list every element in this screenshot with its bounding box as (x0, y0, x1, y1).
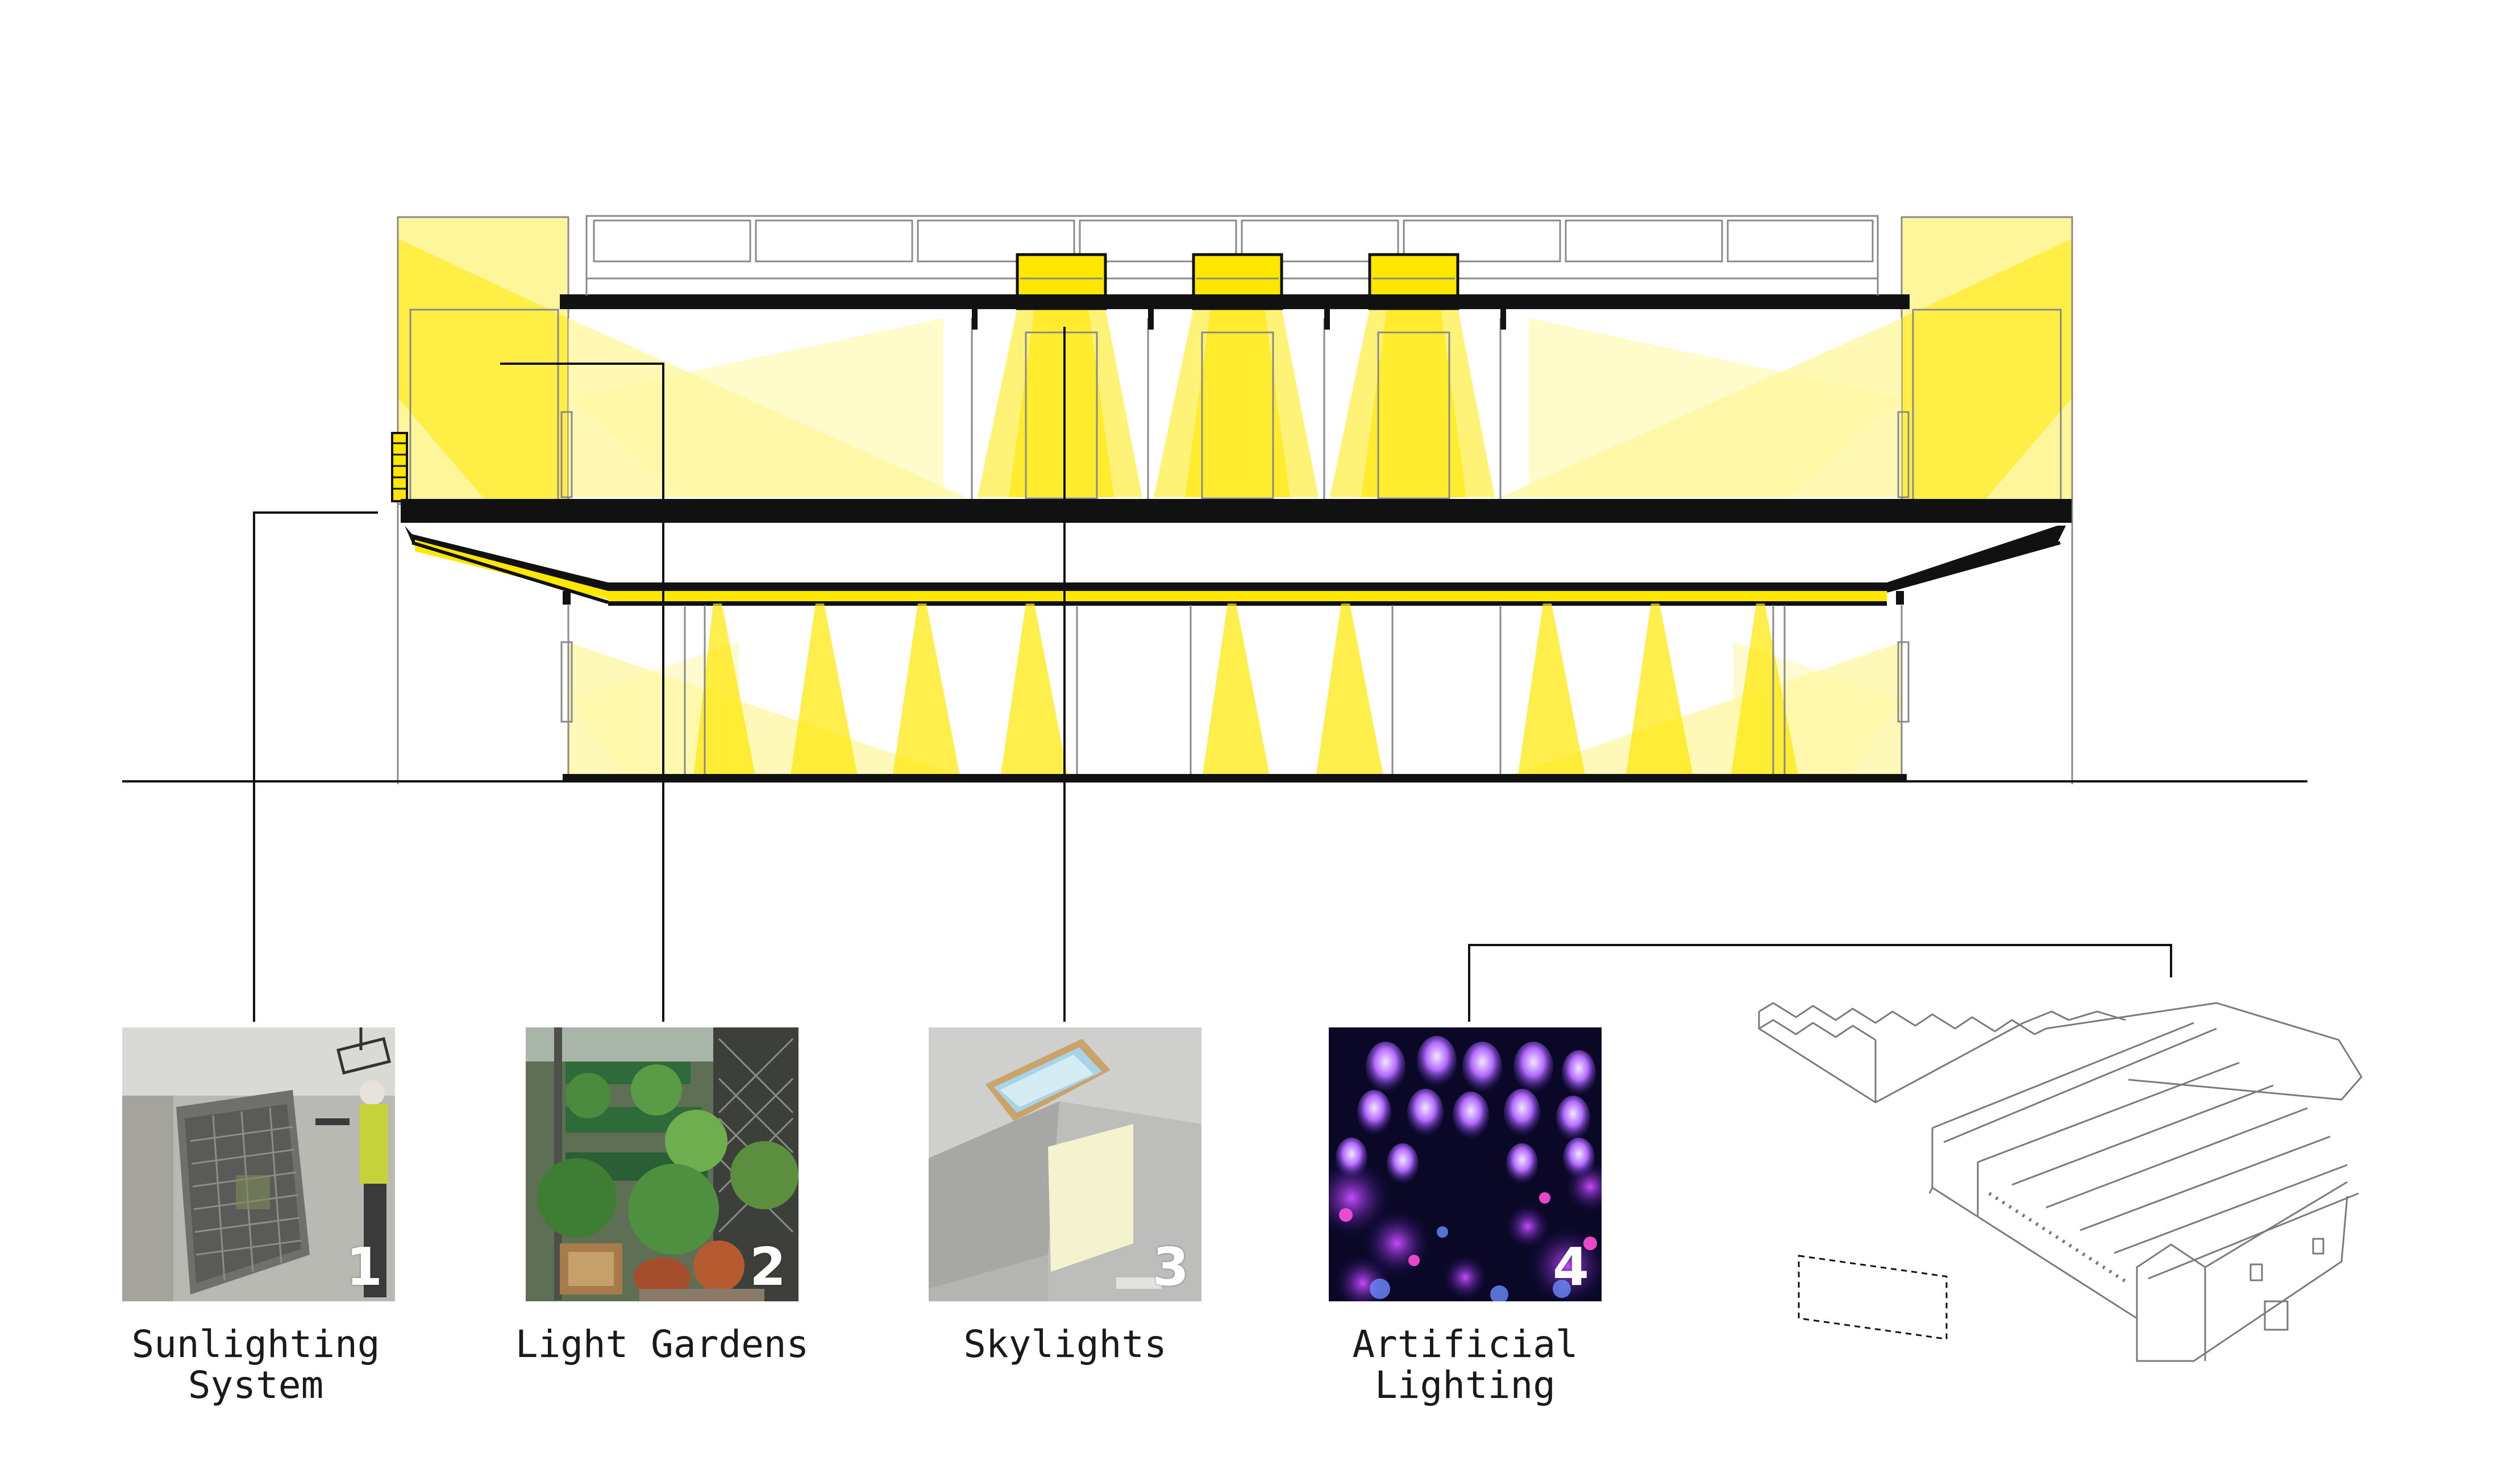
artificial-lighting-photo: 4 (1329, 1027, 1602, 1301)
artificial-lighting-cones (693, 603, 1799, 779)
light-gardens-photo: 2 (526, 1027, 799, 1301)
lower-floor-daylight (568, 642, 1902, 779)
item-number: 4 (1552, 1237, 1589, 1297)
middle-slab (401, 499, 2072, 606)
axonometric-building-sketch (1758, 1002, 2363, 1362)
caption-artificial-lighting: Artificial Lighting (1352, 1322, 1578, 1407)
caption-skylights: Skylights (963, 1322, 1167, 1366)
skylight-shafts (978, 253, 1495, 497)
upper-slab (560, 294, 1910, 330)
caption-sunlighting-system: Sunlighting System (131, 1322, 380, 1407)
item-number: 3 (1152, 1237, 1189, 1297)
item-number: 1 (346, 1237, 382, 1297)
leader-lines (253, 327, 2172, 1022)
caption-light-gardens: Light Gardens (515, 1322, 809, 1366)
ground-floor-slab (563, 774, 1907, 781)
upper-floor-walls (560, 318, 1910, 500)
sunlighting-system-photo: 1 (122, 1027, 395, 1301)
skylights-photo: 3 (929, 1027, 1201, 1301)
item-number: 2 (749, 1237, 786, 1297)
lower-floor-walls (560, 605, 1910, 779)
sunlighting-facade-panel (391, 432, 408, 502)
